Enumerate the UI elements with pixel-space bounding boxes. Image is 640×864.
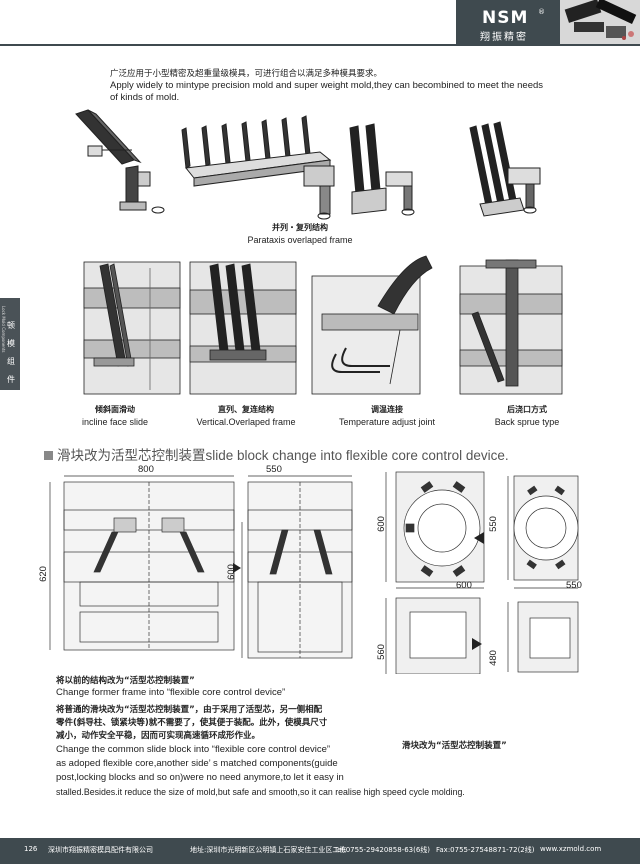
- intro-en-line1: Apply widely to mintype precision mold a…: [110, 80, 544, 91]
- mold-cross-sections: [83, 255, 563, 395]
- side-tab-small-text: Lock Mold Components: [1, 306, 6, 353]
- footer-address: 地址:深圳市光明新区公明镇上石家安佳工业区二栋: [190, 846, 347, 854]
- side-tab-char: 组: [7, 357, 15, 366]
- body-cn-line3: 减小，动作安全平稳，因而可实现高速循环成形作业。: [56, 731, 261, 741]
- header-left: [0, 0, 456, 44]
- right-caption: 滑块改为“活型芯控制装置”: [402, 741, 507, 751]
- dim-600-mid: 600: [225, 564, 237, 580]
- dim-600-bottom: 600: [456, 580, 472, 591]
- caption-temp-cn: 调温连接: [371, 405, 403, 414]
- dim-550-bottom: 550: [566, 580, 582, 591]
- caption-incline-en: incline face slide: [81, 417, 149, 427]
- body-en-line4: stalled.Besides.it reduce the size of mo…: [56, 787, 465, 797]
- body-en-line1: Change the common slide block into “flex…: [56, 744, 331, 755]
- section-title-cn: 滑块改为活型芯控制装置: [57, 448, 206, 463]
- logo-text: NSM: [482, 8, 529, 28]
- caption-parallel: 并列・复列结构 Parataxis overlaped frame: [240, 222, 360, 246]
- body-cn-line1: 将普通的滑块改为“活型芯控制装置”，由于采用了活型芯，另一侧相配: [56, 705, 323, 715]
- logo-chinese: 翔振精密: [480, 32, 528, 43]
- caption-parallel-cn: 并列・复列结构: [272, 223, 328, 232]
- page-number: 126: [24, 845, 38, 853]
- dim-600-right: 600: [375, 516, 387, 532]
- parallel-frame-illustration: [75, 109, 541, 220]
- caption-sprue-en: Back sprue type: [494, 417, 560, 427]
- brand-logo: NSM ® 翔振精密: [476, 6, 556, 43]
- registered-mark: ®: [538, 8, 545, 16]
- header-band: [456, 0, 640, 44]
- caption-vertical: 直列、复连结构 Vertical.Overlaped frame: [176, 404, 316, 428]
- dim-550-right: 550: [487, 516, 499, 532]
- dim-480: 480: [487, 650, 499, 666]
- caption-vertical-cn: 直列、复连结构: [218, 405, 274, 414]
- dim-620: 620: [37, 566, 49, 582]
- caption-sprue-cn: 后浇口方式: [507, 405, 547, 414]
- change-caption-cn: 将以前的结构改为“活型芯控制装置”: [56, 676, 195, 686]
- caption-temperature: 调温连接 Temperature adjust joint: [322, 404, 452, 428]
- caption-incline: 倾斜面滑动 incline face slide: [60, 404, 170, 428]
- footer-bar: 126 深圳市翔振精密模具配件有限公司 地址:深圳市光明新区公明镇上石家安佳工业…: [0, 838, 640, 864]
- dim-800: 800: [138, 464, 154, 475]
- slide-block-drawings: [49, 471, 579, 674]
- caption-sprue: 后浇口方式 Back sprue type: [472, 404, 582, 428]
- caption-parallel-en: Parataxis overlaped frame: [247, 235, 353, 245]
- footer-website[interactable]: www.xzmold.com: [540, 845, 602, 853]
- side-tab: Lock Mold Components 顿 模 组 件: [0, 298, 20, 390]
- section-bullet-square: [44, 451, 53, 460]
- intro-cn: 广泛应用于小型精密及超重量级模具，可进行组合以满足多种模具要求。: [110, 69, 383, 79]
- body-en-line3: post,locking blocks and so on)were no ne…: [56, 772, 344, 783]
- product-photo: [560, 0, 640, 44]
- side-tab-char: 顿: [7, 321, 15, 330]
- dim-550-top: 550: [266, 464, 282, 475]
- caption-temp-en: Temperature adjust joint: [338, 417, 436, 427]
- footer-fax: Fax:0755-27548871-72(2线): [436, 846, 535, 854]
- section-heading: 滑块改为活型芯控制装置slide block change into flexi…: [44, 444, 604, 463]
- caption-incline-cn: 倾斜面滑动: [95, 405, 135, 414]
- side-tab-char: 件: [7, 375, 15, 384]
- change-caption-en: Change former frame into “flexible core …: [56, 687, 286, 698]
- intro-en-line2: of kinds of mold.: [110, 92, 180, 103]
- footer-tel: Tel:0755-29420858-63(6线): [334, 846, 431, 854]
- body-cn-line2: 零件(斜导柱、锁紧块等)就不需要了，使其便于装配。此外，使模具尺寸: [56, 718, 328, 728]
- body-en-line2: as adoped flexible core,another side’ s …: [56, 758, 338, 769]
- side-tab-char: 模: [7, 339, 15, 348]
- footer-company: 深圳市翔振精密模具配件有限公司: [48, 846, 153, 854]
- section-title-en: slide block change into flexible core co…: [205, 448, 509, 463]
- caption-vertical-en: Vertical.Overlaped frame: [196, 417, 296, 427]
- header-rule: [0, 44, 640, 46]
- dim-560: 560: [375, 644, 387, 660]
